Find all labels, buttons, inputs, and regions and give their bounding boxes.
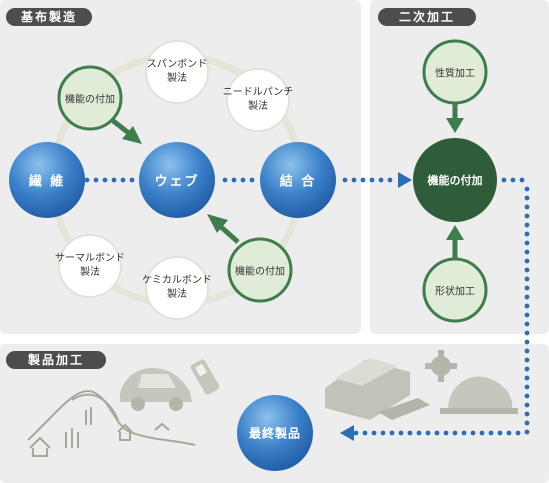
- dotted-link-web-bond: [222, 177, 255, 183]
- spunbond-label-line1: スパンボンド: [146, 59, 208, 70]
- property-process-label: 性質加工: [435, 68, 475, 80]
- needle-punch-label: ニードルパンチ 製法: [223, 86, 294, 114]
- chemical-bond-label-line1: ケミカルボンド: [142, 275, 212, 286]
- helmet-icon: [440, 376, 518, 414]
- phone-icon: [190, 359, 220, 395]
- function-add-bottom-circle: [227, 237, 293, 303]
- thermal-bond-circle: [58, 234, 122, 298]
- car-icon: [120, 368, 192, 411]
- green-arrow-top: [110, 118, 142, 144]
- fiber-circle: [9, 142, 85, 218]
- bond-circle: [260, 142, 336, 218]
- section-tag-base-fabric: 基布製造: [6, 8, 92, 26]
- function-add-top-circle: [57, 65, 123, 131]
- house-hills-icon: [27, 390, 196, 457]
- bond-label: 結 合: [279, 174, 317, 190]
- thermal-bond-label: サーマルボンド 製法: [55, 252, 125, 280]
- thermal-bond-label-line2: 製法: [80, 267, 100, 278]
- gear-icon: [425, 350, 457, 382]
- needle-punch-label-line2: 製法: [248, 101, 268, 112]
- green-arrow-shape: [446, 225, 464, 258]
- section-tag-secondary: 二次加工: [378, 8, 476, 26]
- property-process-circle: [422, 39, 488, 105]
- function-add-bottom-label: 機能の付加: [235, 266, 285, 278]
- dotted-link-bond-secondary: [342, 177, 393, 183]
- shape-process-circle: [422, 257, 488, 323]
- shape-process-label: 形状加工: [435, 286, 475, 298]
- dotted-link-fiber-web: [84, 177, 135, 183]
- secondary-function-circle: [413, 138, 497, 222]
- chemical-bond-label: ケミカルボンド 製法: [142, 274, 212, 302]
- green-arrow-property: [446, 102, 464, 133]
- spunbond-label-line2: 製法: [167, 73, 187, 84]
- final-product-circle: [237, 395, 313, 471]
- final-product-label: 最終製品: [248, 426, 302, 441]
- arrow-to-secondary: [398, 172, 412, 188]
- chemical-bond-label-line2: 製法: [166, 289, 187, 300]
- fiber-label: 繊 維: [28, 174, 66, 190]
- spunbond-label: スパンボンド 製法: [147, 58, 208, 86]
- arrow-to-final: [340, 425, 354, 441]
- secondary-function-label: 機能の付加: [427, 174, 483, 187]
- function-add-top-label: 機能の付加: [65, 94, 115, 106]
- thermal-bond-label-line1: サーマルボンド: [55, 253, 125, 264]
- chemical-bond-circle: [145, 256, 209, 320]
- green-arrow-bottom: [207, 214, 240, 244]
- dotted-link-secondary-final: [353, 177, 530, 436]
- printer-icon: [325, 358, 430, 420]
- needle-punch-circle: [226, 68, 290, 132]
- spunbond-circle: [145, 40, 209, 104]
- web-label: ウェブ: [154, 174, 200, 190]
- section-tag-product: 製品加工: [6, 351, 106, 369]
- needle-punch-label-line1: ニードルパンチ: [222, 87, 294, 98]
- web-circle: [139, 142, 215, 218]
